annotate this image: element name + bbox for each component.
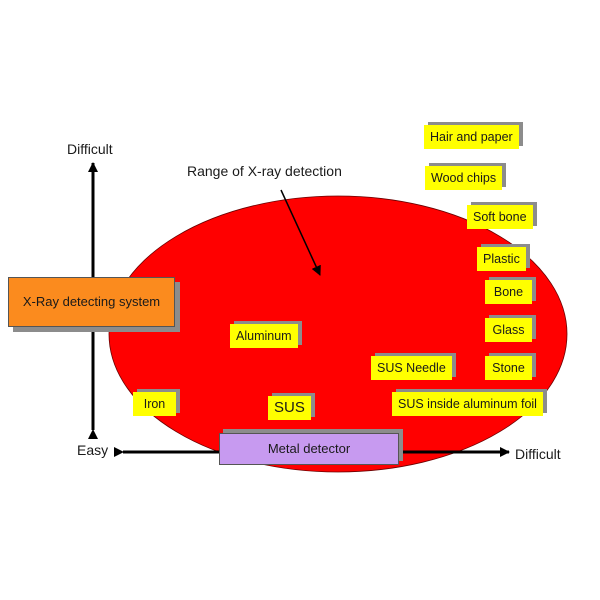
item-bone: Bone	[485, 280, 532, 304]
item-aluminum: Aluminum	[230, 324, 298, 348]
y-axis-bottom-label: Easy	[77, 442, 109, 458]
xray-detecting-system-box: X-Ray detecting system	[8, 277, 175, 327]
y-axis-top-label: Difficult	[67, 141, 113, 157]
item-plastic: Plastic	[477, 247, 526, 271]
item-hair-and-paper: Hair and paper	[424, 125, 519, 149]
item-sus-inside-aluminum-foil: SUS inside aluminum foil	[392, 392, 543, 416]
item-soft-bone: Soft bone	[467, 205, 533, 229]
item-glass: Glass	[485, 318, 532, 342]
item-sus-needle: SUS Needle	[371, 356, 452, 380]
item-stone: Stone	[485, 356, 532, 380]
range-of-xray-detection-label: Range of X-ray detection	[187, 163, 342, 179]
item-iron: Iron	[133, 392, 176, 416]
item-wood-chips: Wood chips	[425, 166, 503, 190]
x-axis-right-label: Difficult	[515, 446, 561, 462]
item-sus: SUS	[268, 396, 311, 420]
callout-pointer-arrow	[280, 189, 321, 276]
metal-detector-box: Metal detector	[219, 433, 399, 465]
